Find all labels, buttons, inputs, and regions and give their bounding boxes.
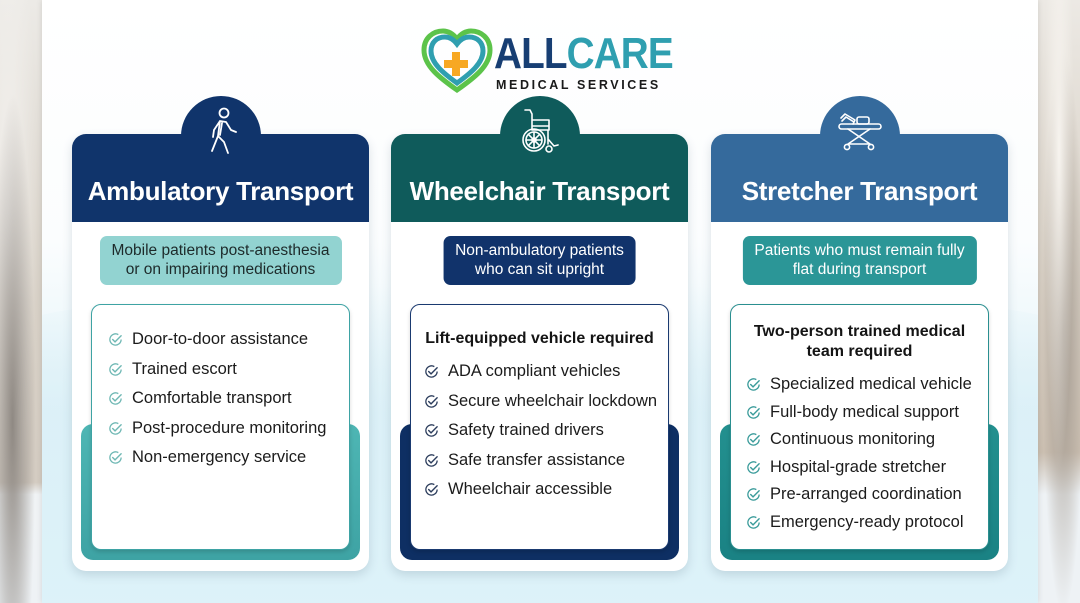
list-item: Specialized medical vehicle bbox=[746, 371, 978, 399]
list-item: Wheelchair accessible bbox=[424, 475, 658, 505]
check-circle-icon bbox=[109, 333, 122, 346]
description-line: who can sit upright bbox=[474, 261, 605, 278]
check-circle-icon bbox=[747, 433, 760, 446]
wheelchair-icon bbox=[521, 109, 559, 153]
requirement-heading: Two-person trained medical team required bbox=[753, 323, 966, 360]
list-item: Non-emergency service bbox=[108, 443, 339, 473]
logo-wordmark: ALLCARE bbox=[494, 29, 674, 78]
check-circle-icon bbox=[747, 378, 760, 391]
background-blur-right bbox=[1038, 0, 1080, 603]
stretcher-icon bbox=[837, 113, 882, 151]
patient-description-badge: Non-ambulatory patients who can sit upri… bbox=[443, 236, 636, 285]
check-circle-icon bbox=[425, 395, 438, 408]
list-item: ADA compliant vehicles bbox=[424, 357, 658, 387]
features-list: Door-to-door assistance Trained escort C… bbox=[102, 325, 339, 473]
feature-text: Trained escort bbox=[132, 359, 237, 378]
feature-text: Safe transfer assistance bbox=[448, 450, 626, 469]
allcare-logo: ALLCARE MEDICAL SERVICES bbox=[420, 28, 674, 94]
check-circle-icon bbox=[109, 451, 122, 464]
check-circle-icon bbox=[747, 461, 760, 474]
background-blur-left bbox=[0, 0, 42, 603]
check-circle-icon bbox=[109, 392, 122, 405]
description-line: or on impairing medications bbox=[125, 261, 316, 278]
heart-cross-logo-icon bbox=[421, 28, 493, 94]
check-circle-icon bbox=[747, 406, 760, 419]
feature-text: Hospital-grade stretcher bbox=[770, 457, 947, 476]
feature-text: Emergency-ready protocol bbox=[770, 512, 964, 531]
card-title: Wheelchair Transport bbox=[409, 176, 670, 206]
stretcher-transport-card: Stretcher Transport Patients who must re… bbox=[711, 96, 1008, 571]
features-box: Two-person trained medical team required… bbox=[730, 304, 989, 550]
list-item: Door-to-door assistance bbox=[108, 325, 339, 355]
description-line: Patients who must remain fully bbox=[754, 242, 965, 259]
feature-text: Specialized medical vehicle bbox=[770, 375, 972, 394]
check-circle-icon bbox=[109, 363, 122, 376]
logo-subtitle: MEDICAL SERVICES bbox=[496, 78, 661, 92]
check-circle-icon bbox=[747, 516, 760, 529]
card-icon-tab bbox=[180, 96, 261, 176]
feature-text: Safety trained drivers bbox=[448, 421, 604, 440]
check-circle-icon bbox=[425, 365, 438, 378]
list-item: Safety trained drivers bbox=[424, 416, 658, 446]
features-box: Door-to-door assistance Trained escort C… bbox=[91, 304, 350, 550]
check-circle-icon bbox=[747, 488, 760, 501]
walking-person-icon bbox=[210, 107, 237, 154]
check-circle-icon bbox=[425, 424, 438, 437]
wheelchair-transport-card: Wheelchair Transport Non-ambulatory pati… bbox=[391, 96, 688, 571]
feature-text: Comfortable transport bbox=[132, 389, 292, 408]
feature-text: Door-to-door assistance bbox=[132, 330, 309, 349]
check-circle-icon bbox=[425, 454, 438, 467]
card-title: Ambulatory Transport bbox=[87, 176, 354, 206]
feature-text: Non-emergency service bbox=[132, 448, 307, 467]
ambulatory-transport-card: Ambulatory Transport Mobile patients pos… bbox=[72, 96, 369, 571]
card-icon-tab bbox=[499, 96, 580, 176]
logo-word-all: ALL bbox=[494, 29, 568, 78]
feature-text: Wheelchair accessible bbox=[448, 480, 613, 499]
feature-text: ADA compliant vehicles bbox=[448, 362, 621, 381]
features-list: Specialized medical vehicle Full-body me… bbox=[741, 371, 978, 536]
description-line: flat during transport bbox=[792, 261, 927, 278]
list-item: Continuous monitoring bbox=[746, 426, 978, 454]
check-circle-icon bbox=[425, 483, 438, 496]
list-item: Post-procedure monitoring bbox=[108, 414, 339, 444]
check-circle-icon bbox=[109, 422, 122, 435]
features-list: ADA compliant vehicles Secure wheelchair… bbox=[421, 357, 658, 505]
list-item: Emergency-ready protocol bbox=[746, 509, 978, 537]
feature-text: Continuous monitoring bbox=[770, 430, 936, 449]
requirement-heading: Lift-equipped vehicle required bbox=[425, 330, 654, 347]
list-item: Safe transfer assistance bbox=[424, 446, 658, 476]
list-item: Secure wheelchair lockdown bbox=[424, 387, 658, 417]
feature-text: Secure wheelchair lockdown bbox=[448, 391, 658, 410]
feature-text: Pre-arranged coordination bbox=[770, 485, 962, 504]
list-item: Comfortable transport bbox=[108, 384, 339, 414]
logo-word-care: CARE bbox=[566, 29, 674, 78]
feature-text: Post-procedure monitoring bbox=[132, 418, 327, 437]
card-icon-tab bbox=[819, 96, 900, 176]
list-item: Trained escort bbox=[108, 355, 339, 385]
patient-description-badge: Patients who must remain fully flat duri… bbox=[742, 236, 977, 285]
feature-text: Full-body medical support bbox=[770, 402, 959, 421]
features-box: Lift-equipped vehicle required ADA compl… bbox=[410, 304, 669, 550]
description-line: Non-ambulatory patients bbox=[455, 242, 624, 259]
description-line: Mobile patients post-anesthesia bbox=[111, 242, 330, 259]
patient-description-badge: Mobile patients post-anesthesia or on im… bbox=[99, 236, 342, 285]
card-title: Stretcher Transport bbox=[741, 176, 978, 206]
list-item: Hospital-grade stretcher bbox=[746, 454, 978, 482]
list-item: Full-body medical support bbox=[746, 399, 978, 427]
list-item: Pre-arranged coordination bbox=[746, 481, 978, 509]
